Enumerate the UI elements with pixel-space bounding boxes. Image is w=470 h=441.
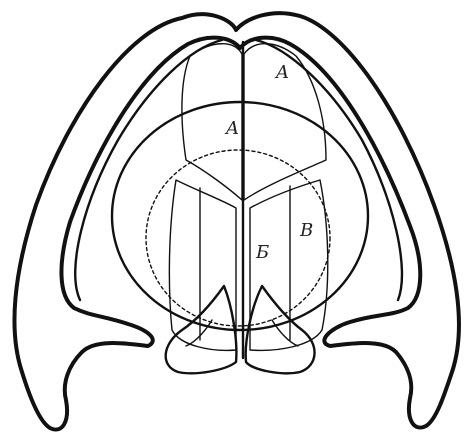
label-a-center: A <box>224 118 239 139</box>
lower-right-mass <box>250 180 328 350</box>
central-circle <box>112 102 368 330</box>
label-a-top: A <box>274 62 289 83</box>
label-b-center: Б <box>255 242 269 263</box>
label-b: B <box>299 220 313 241</box>
